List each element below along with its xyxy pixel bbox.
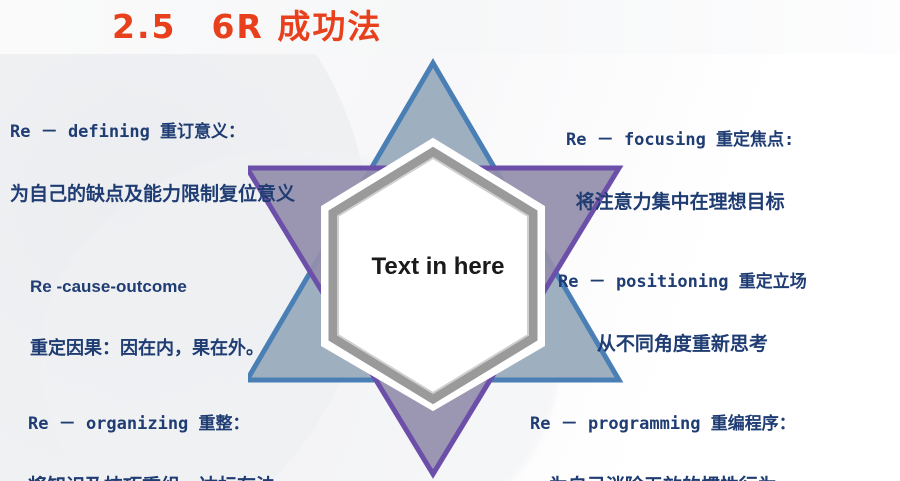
callout-re-cause-outcome: Re -cause-outcome 重定因果：因在内，果在外。 (30, 238, 264, 398)
page-title: 2.5 6R 成功法 (112, 7, 383, 46)
callout-re-defining-cn: 为自己的缺点及能力限制复位意义 (10, 183, 296, 205)
callout-re-organizing: Re － organizing 重整： 将知识及技巧重组，达标有法 (28, 376, 275, 481)
callout-re-positioning: Re － positioning 重定立场 从不同角度重新思考 (558, 234, 807, 394)
callout-re-positioning-en: Re － positioning 重定立场 (558, 272, 807, 292)
callout-re-organizing-cn: 将知识及技巧重组，达标有法 (28, 473, 275, 481)
hexagram-diagram: Text in here (248, 50, 628, 480)
center-hexagon-bevel (337, 156, 529, 395)
center-hexagon (328, 146, 538, 405)
callout-re-focusing-cn: 将注意力集中在理想目标 (575, 191, 785, 213)
callout-re-focusing: Re － focusing 重定焦点: 将注意力集中在理想目标 (566, 92, 794, 252)
callout-re-programming-cn: 为自己消除无效的惯性行为 (530, 473, 796, 481)
callout-re-programming-en: Re － programming 重编程序： (530, 414, 796, 434)
callout-re-positioning-cn: 从不同角度重新思考 (596, 333, 768, 355)
callout-re-defining-en: Re － defining 重订意义： (10, 122, 246, 142)
callout-re-cause-outcome-cn: 重定因果：因在内，果在外。 (30, 338, 264, 359)
callout-re-organizing-en: Re － organizing 重整： (28, 414, 250, 434)
hexagram-svg (248, 58, 624, 479)
callout-re-programming: Re － programming 重编程序： 为自己消除无效的惯性行为 (530, 376, 796, 481)
callout-re-focusing-en: Re － focusing 重定焦点: (566, 130, 795, 150)
callout-re-defining: Re － defining 重订意义： 为自己的缺点及能力限制复位意义 (10, 84, 295, 244)
callout-re-cause-outcome-en: Re -cause-outcome (30, 277, 187, 296)
